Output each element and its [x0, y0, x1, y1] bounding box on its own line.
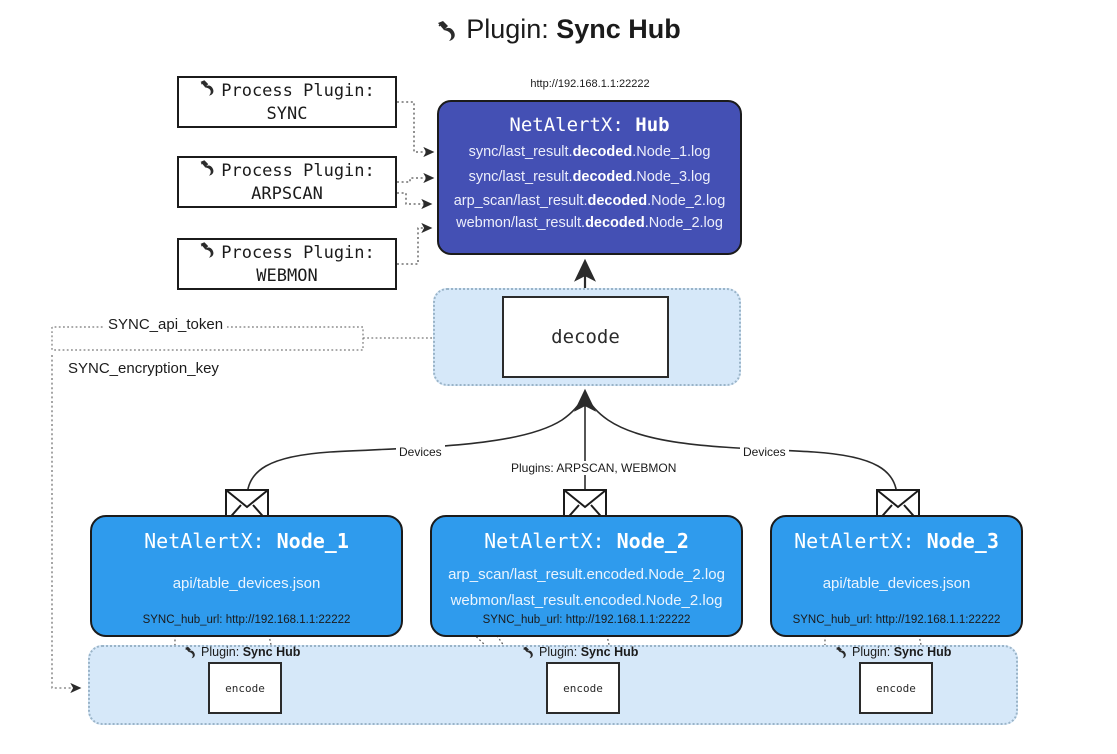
title-prefix: Plugin: [466, 14, 549, 44]
encode-box-2[interactable]: encode [546, 662, 620, 714]
node-line: webmon/last_result.encoded.Node_2.log [450, 592, 723, 609]
encoder-plugin-label-2: Plugin: Sync Hub [522, 645, 638, 659]
encode-label: encode [563, 681, 603, 695]
hub-log-mid: decoded [587, 193, 648, 209]
process-plugin-name: WEBMON [256, 266, 318, 286]
hub-log-post: .Node_1.log [632, 144, 711, 160]
encoder-plugin-prefix: Plugin: [539, 645, 578, 659]
plug-icon [522, 646, 537, 659]
hub-log-mid: decoded [585, 214, 645, 231]
node-footer: SYNC_hub_url: http://192.168.1.1:22222 [142, 614, 351, 626]
encoder-plugin-value: Sync Hub [242, 645, 301, 659]
encoder-plugin-value: Sync Hub [893, 645, 952, 659]
process-plugin-box-sync[interactable]: Process Plugin: SYNC [177, 76, 397, 128]
hub-log-mid: decoded [572, 144, 633, 160]
node-title: NetAlertX: Node_3 [772, 529, 1021, 553]
process-plugin-name: SYNC [266, 104, 308, 124]
plug-icon [436, 18, 462, 49]
node-footer: SYNC_hub_url: http://192.168.1.1:22222 [482, 614, 691, 626]
process-plugin-box-arpscan[interactable]: Process Plugin: ARPSCAN [177, 156, 397, 208]
process-plugin-label: Process Plugin: [221, 160, 375, 181]
node-title-prefix: NetAlertX: [484, 529, 605, 553]
hub-title-value: Hub [635, 114, 670, 136]
process-plugin-label: Process Plugin: [221, 242, 375, 263]
sync-encryption-key-label: SYNC_encryption_key [64, 360, 223, 377]
hub-log-entry: arp_scan/last_result.decoded.Node_2.log [439, 194, 740, 209]
title-value: Sync Hub [556, 14, 681, 44]
hub-log-entry: sync/last_result.decoded.Node_3.log [439, 168, 740, 185]
node-title-value: Node_3 [926, 529, 999, 553]
edge-label-plugins-center: Plugins: ARPSCAN, WEBMON [508, 461, 680, 475]
node-line: api/table_devices.json [172, 575, 321, 592]
node-line: arp_scan/last_result.encoded.Node_2.log [448, 566, 725, 583]
hub-url: http://192.168.1.1:22222 [530, 78, 650, 90]
encoder-plugin-value: Sync Hub [580, 645, 639, 659]
hub-box[interactable]: NetAlertX: Hub sync/last_result.decoded.… [437, 100, 742, 255]
node-box-2[interactable]: NetAlertX: Node_2 arp_scan/last_result.e… [430, 515, 743, 637]
encoder-plugin-label-1: Plugin: Sync Hub [184, 645, 300, 659]
node-box-3[interactable]: NetAlertX: Node_3 api/table_devices.json… [770, 515, 1023, 637]
encode-box-1[interactable]: encode [208, 662, 282, 714]
plug-icon [184, 646, 199, 659]
encode-label: encode [225, 681, 265, 695]
hub-log-pre: arp_scan/last_result. [453, 193, 588, 209]
hub-log-pre: sync/last_result. [468, 144, 573, 160]
node-line: api/table_devices.json [822, 575, 971, 592]
node-box-1[interactable]: NetAlertX: Node_1 api/table_devices.json… [90, 515, 403, 637]
plug-icon [199, 159, 219, 183]
page-title: Plugin: Sync Hub [0, 14, 1117, 49]
node-title: NetAlertX: Node_1 [92, 529, 401, 553]
edge-label-devices-left: Devices [396, 445, 445, 459]
hub-title: NetAlertX: Hub [439, 114, 740, 136]
node-title-prefix: NetAlertX: [794, 529, 915, 553]
hub-log-post: .Node_3.log [632, 168, 711, 185]
plug-icon [835, 646, 850, 659]
node-footer: SYNC_hub_url: http://192.168.1.1:22222 [792, 614, 1001, 626]
encoder-plugin-prefix: Plugin: [201, 645, 240, 659]
hub-log-pre: webmon/last_result. [456, 214, 586, 231]
process-plugin-box-webmon[interactable]: Process Plugin: WEBMON [177, 238, 397, 290]
decode-box[interactable]: decode [502, 296, 669, 378]
decode-label: decode [551, 326, 620, 348]
process-plugin-label: Process Plugin: [221, 80, 375, 101]
hub-title-prefix: NetAlertX: [509, 114, 624, 136]
hub-log-post: .Node_2.log [647, 193, 726, 209]
node-title: NetAlertX: Node_2 [432, 529, 741, 553]
encode-label: encode [876, 681, 916, 695]
hub-log-pre: sync/last_result. [468, 168, 573, 185]
hub-log-mid: decoded [572, 168, 633, 185]
plug-icon [199, 241, 219, 265]
encoder-plugin-prefix: Plugin: [852, 645, 891, 659]
node-title-prefix: NetAlertX: [144, 529, 265, 553]
hub-log-entry: webmon/last_result.decoded.Node_2.log [439, 214, 740, 231]
encode-box-3[interactable]: encode [859, 662, 933, 714]
hub-log-post: .Node_2.log [644, 214, 723, 231]
node-title-value: Node_2 [616, 529, 689, 553]
process-plugin-name: ARPSCAN [251, 184, 323, 204]
edge-label-devices-right: Devices [740, 445, 789, 459]
sync-api-token-label: SYNC_api_token [104, 316, 228, 333]
plug-icon [199, 79, 219, 103]
hub-log-entry: sync/last_result.decoded.Node_1.log [439, 145, 740, 160]
node-title-value: Node_1 [276, 529, 349, 553]
encoder-plugin-label-3: Plugin: Sync Hub [835, 645, 951, 659]
